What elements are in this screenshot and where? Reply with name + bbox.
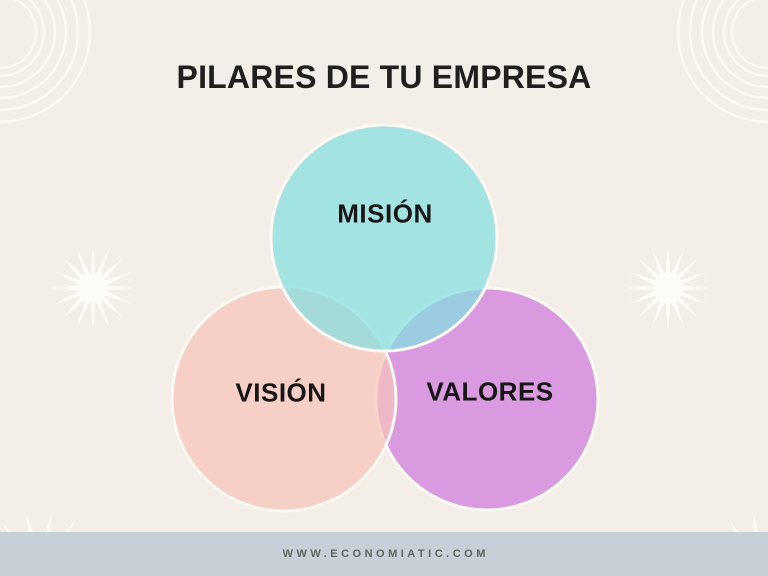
label-vision: VISIÓN <box>235 377 327 408</box>
label-valores: VALORES <box>426 376 554 407</box>
website-url: WWW.ECONOMIATIC.COM <box>282 548 489 560</box>
label-mision: MISIÓN <box>337 198 433 229</box>
corner-arcs-top-right <box>676 0 768 124</box>
footer-bar: WWW.ECONOMIATIC.COM <box>0 532 768 576</box>
starburst-left-icon <box>51 246 135 330</box>
corner-arcs-top-left <box>0 0 92 124</box>
venn-diagram <box>170 123 600 513</box>
circle-mision <box>269 123 499 353</box>
page-title: PILARES DE TU EMPRESA <box>176 59 592 95</box>
starburst-right-icon <box>626 246 710 330</box>
